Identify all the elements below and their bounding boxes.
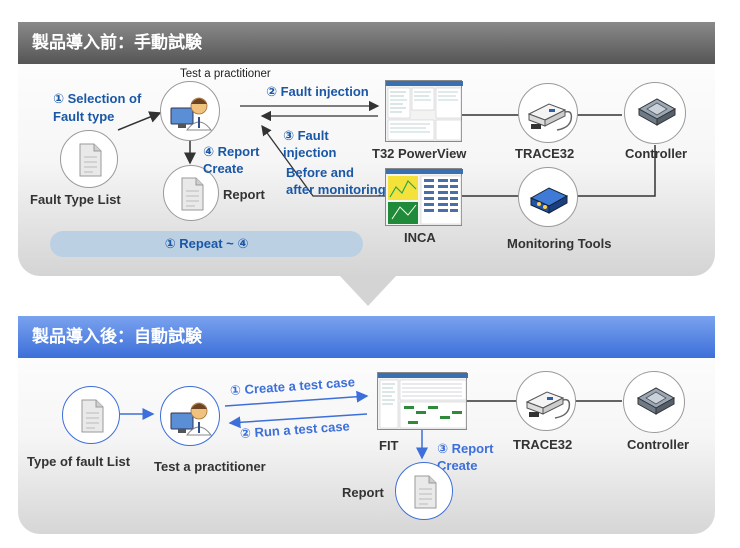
test-practitioner-label: Test a practitioner [180,68,271,80]
trace32-node-after [516,371,576,431]
step4-label: ④ Report Create [203,144,260,176]
document-icon [81,399,104,433]
step3-label: ③ Fault injection [283,128,337,160]
fit-window [377,372,468,430]
chip-icon [636,387,676,415]
practitioner-node-after [160,386,220,446]
monitoring-tools-node [518,167,578,227]
step2-label: ② Fault injection [266,84,369,99]
step1-label: ① Selection of Fault type [53,91,142,124]
type-of-fault-list-label: Type of fault List [27,454,131,469]
trace32-node [518,83,578,143]
inca-window [385,168,463,226]
fault-type-list-node [60,130,118,188]
software-window-icon [378,373,468,429]
after-panel: 製品導入後：自動試験 [18,316,715,534]
document-icon [181,177,204,211]
step3b-label: Before and after monitoring [286,165,386,197]
document-icon [79,143,102,177]
before-header: 製品導入前：手動試験 [18,22,715,64]
arrow-create-test-case [224,390,369,407]
software-window-icon [386,169,463,225]
monitoring-tools-label: Monitoring Tools [507,236,612,251]
controller-label-after: Controller [627,437,690,452]
trace32-label: TRACE32 [515,146,575,161]
report-node [163,165,219,221]
fault-type-list-label: Fault Type List [30,192,121,207]
controller-node [624,82,686,144]
arrow-inca-to-practitioner [261,124,385,197]
controller-node-after [623,371,685,433]
arrow-fault-type-to-practitioner [117,111,162,131]
practitioner-node [160,81,220,141]
repeat-bar: ① Repeat ~ ④ [50,231,363,257]
software-window-icon [386,81,463,141]
test-practitioner-label-after: Test a practitioner [154,459,266,474]
monitor-device-icon [529,187,569,214]
fit-label: FIT [379,438,399,453]
report-label: Report [223,187,265,202]
panel-connector [340,276,396,306]
trace32-label-after: TRACE32 [513,437,573,452]
person-icon [170,402,213,436]
report-label-after: Report [342,485,384,500]
report-create-label-after: ③ Report Create [437,441,494,473]
probe-icon [525,391,571,419]
after-header: 製品導入後：自動試験 [18,316,715,358]
type-of-fault-list-node [62,386,120,444]
person-icon [170,97,213,131]
arrow-run-test-case [228,413,368,429]
t32-window [385,80,463,142]
inca-label: INCA [404,230,436,245]
report-node-after [395,462,453,520]
t32-label: T32 PowerView [372,146,467,161]
line-monitoring-controller [576,145,656,197]
document-icon [414,475,437,509]
probe-icon [527,103,573,131]
controller-label: Controller [625,146,688,161]
chip-icon [637,98,677,126]
